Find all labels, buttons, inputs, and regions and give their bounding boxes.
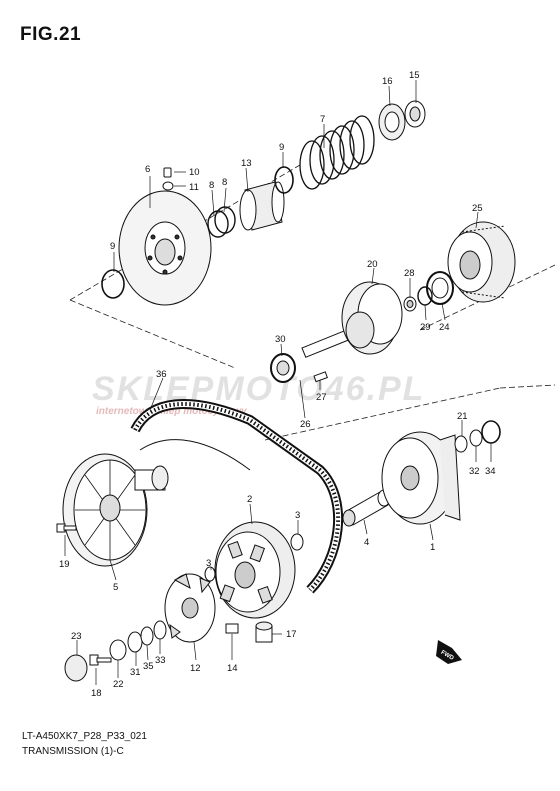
callout-8: 8 (209, 180, 214, 191)
part-3-rollers (204, 533, 304, 582)
part-19-bolt (56, 523, 77, 533)
callout-4: 4 (364, 537, 369, 548)
callout-27: 27 (316, 392, 327, 403)
part-27-bolt (313, 371, 328, 383)
part-28-nut (403, 296, 417, 312)
callout-13: 13 (241, 158, 252, 169)
callout-3-lower: 3 (206, 558, 211, 569)
callout-20: 20 (367, 259, 378, 270)
callout-6: 6 (145, 164, 150, 175)
callout-26: 26 (300, 419, 311, 430)
part-25-clutch-housing (447, 221, 516, 303)
callout-34: 34 (485, 466, 496, 477)
callout-24: 24 (439, 322, 450, 333)
callout-9-left: 9 (110, 241, 115, 252)
callout-21: 21 (457, 411, 468, 422)
callout-23: 23 (71, 631, 82, 642)
callout-11: 11 (189, 182, 199, 193)
callout-15: 15 (409, 70, 420, 81)
footer-section-title: TRANSMISSION (1)-C (22, 746, 124, 757)
callout-1: 1 (430, 542, 435, 553)
callout-22: 22 (113, 679, 124, 690)
callout-2: 2 (247, 494, 252, 505)
callout-7: 7 (320, 114, 325, 125)
callout-28: 28 (404, 268, 415, 279)
callout-16: 16 (382, 76, 393, 87)
callout-5: 5 (113, 582, 118, 593)
part-9-o-ring-right (274, 166, 294, 194)
part-9-o-ring-left (101, 269, 125, 299)
part-15-nut (404, 100, 426, 128)
part-1-fixed-drive-face (381, 431, 461, 525)
callout-31: 31 (130, 667, 141, 678)
part-20-driven-shaft (301, 281, 403, 358)
part-17-spacer (255, 621, 273, 643)
callout-36: 36 (156, 369, 167, 380)
part-5-drive-plate (62, 453, 169, 567)
callout-25: 25 (472, 203, 483, 214)
figure-title: FIG.21 (20, 24, 82, 45)
part-10-11-pin-ring (162, 167, 174, 191)
watermark: SKLEPMOTO46.PL internetowy sklep motocyk… (92, 370, 425, 417)
part-36-drive-belt (130, 399, 344, 594)
callout-9-right: 9 (279, 142, 284, 153)
part-7-spring (299, 115, 375, 190)
callout-18: 18 (91, 688, 102, 699)
callout-35: 35 (143, 661, 154, 672)
callout-12: 12 (190, 663, 201, 674)
part-8-o-rings (207, 206, 236, 238)
part-16-seat (378, 103, 406, 141)
part-12-cam-plate (164, 573, 216, 643)
part-14-slide (225, 623, 239, 634)
leader-lines (64, 80, 492, 685)
callout-17: 17 (286, 629, 297, 640)
part-6-driven-face (118, 190, 212, 306)
watermark-tagline: internetowy sklep motocyklowy (96, 406, 247, 417)
watermark-brand: SKLEPMOTO46.PL (92, 370, 425, 408)
fwd-arrow: FWD (436, 640, 462, 664)
part-18-bolt (89, 654, 112, 666)
callout-numbers: 6 10 11 8 8 13 9 7 16 15 9 25 20 28 29 2… (59, 70, 496, 699)
callout-30: 30 (275, 334, 286, 345)
callout-3-upper: 3 (295, 510, 300, 521)
part-2-movable-drive-face (214, 521, 296, 619)
part-30-bearing (270, 353, 296, 383)
callout-29: 29 (420, 322, 431, 333)
callout-19: 19 (59, 559, 70, 570)
callout-33: 33 (155, 655, 166, 666)
part-4-spacer (342, 489, 391, 527)
callout-8b: 8 (222, 177, 227, 188)
part-22-31-33-35-washers (109, 620, 167, 661)
callout-32: 32 (469, 466, 480, 477)
part-23-cap (64, 654, 88, 682)
callout-14: 14 (227, 663, 238, 674)
part-21-32-34-washers (454, 420, 501, 453)
callout-10: 10 (189, 167, 200, 178)
footer-model-code: LT-A450XK7_P28_P33_021 (22, 731, 147, 742)
